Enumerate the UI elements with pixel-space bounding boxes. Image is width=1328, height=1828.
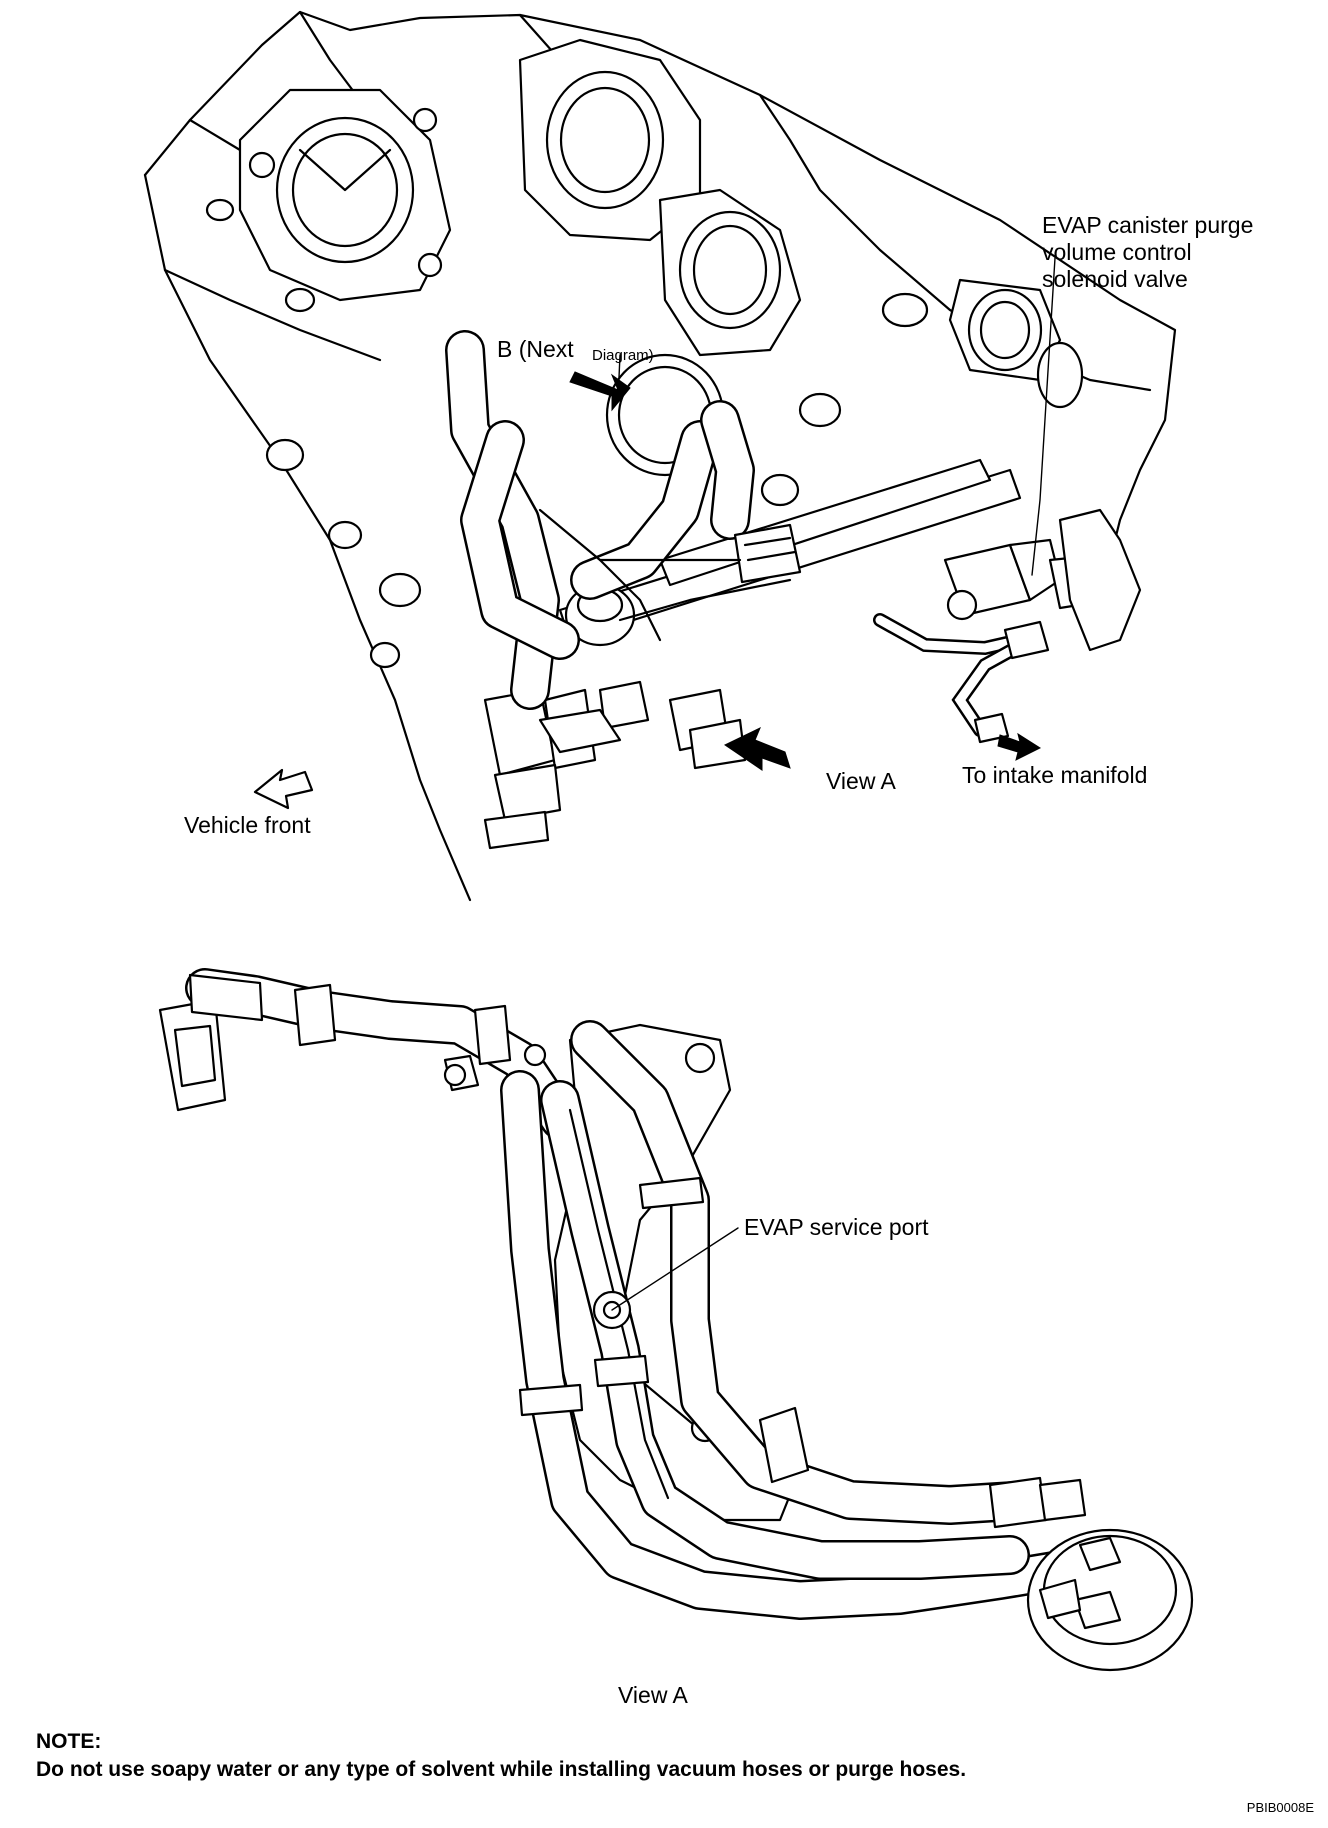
b-diagram-label: Diagram) — [592, 347, 654, 364]
evap-valve-label-line3: solenoid valve — [1042, 266, 1188, 292]
hose-assembly-top — [445, 330, 1142, 744]
b-next-label: B (Next — [497, 336, 574, 362]
view-a-arrow — [724, 726, 791, 771]
to-intake-arrow — [997, 732, 1042, 761]
hose-assembly-view-a — [158, 968, 1194, 1672]
to-intake-label: To intake manifold — [962, 762, 1148, 788]
figure-code: PBIB0008E — [1246, 1800, 1314, 1815]
note-text: Do not use soapy water or any type of so… — [36, 1758, 967, 1781]
evap-valve-label-line1: EVAP canister purge — [1042, 212, 1254, 238]
leader-lines-top — [617, 257, 1056, 576]
leader-lines-bottom — [611, 1227, 739, 1311]
vehicle-front-label: Vehicle front — [184, 812, 311, 838]
view-a-caption: View A — [618, 1682, 688, 1708]
engine-block-top-view — [143, 10, 1177, 902]
flow-arrows-top — [253, 371, 1042, 810]
b-next-arrow — [569, 371, 631, 412]
view-a-label: View A — [826, 768, 896, 794]
evap-service-port-label: EVAP service port — [744, 1214, 929, 1240]
evap-valve-label-line2: volume control — [1042, 239, 1192, 265]
vehicle-front-arrow — [253, 768, 314, 810]
note-heading: NOTE: — [36, 1730, 102, 1753]
